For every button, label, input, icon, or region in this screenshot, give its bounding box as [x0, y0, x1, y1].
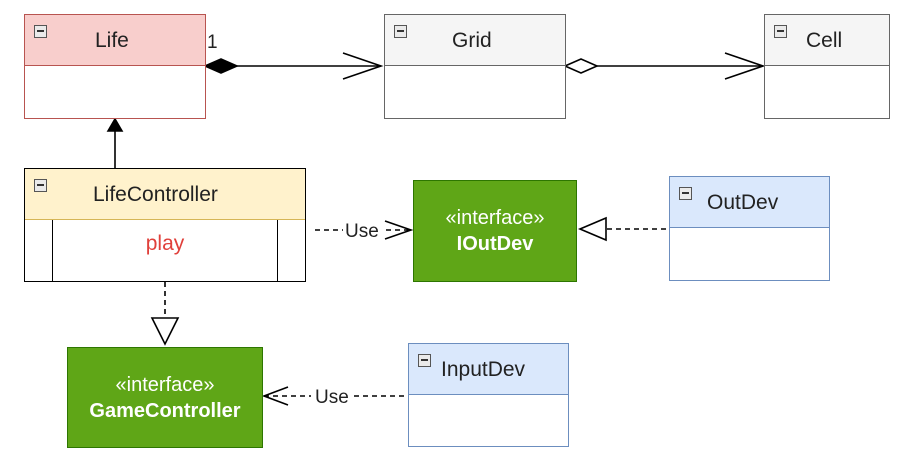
- class-cell[interactable]: Cell: [764, 14, 890, 119]
- filled-arrow-life: [106, 117, 124, 132]
- interface-name: GameController: [89, 399, 241, 422]
- interface-stereotype: «interface»: [115, 373, 215, 396]
- multiplicity-label: 1: [207, 32, 218, 53]
- method-compartment[interactable]: play: [25, 220, 305, 281]
- class-name: InputDev: [441, 358, 526, 381]
- class-name: LifeController: [93, 183, 218, 206]
- class-name: Life: [95, 29, 129, 52]
- class-header: Life: [25, 15, 205, 66]
- class-header: InputDev: [409, 344, 568, 395]
- collapse-icon[interactable]: [774, 25, 787, 38]
- interface-stereotype: «interface»: [445, 207, 545, 229]
- hollow-triangle-gamecontroller: [150, 317, 180, 346]
- class-inputdev[interactable]: InputDev: [408, 343, 569, 447]
- method-left-bar: [52, 220, 53, 281]
- use-label-inputdev: Use: [315, 387, 349, 408]
- hollow-triangle-ioutdev: [577, 216, 607, 242]
- open-arrow-ioutdev: [384, 220, 414, 240]
- collapse-icon[interactable]: [34, 25, 47, 38]
- class-header: Cell: [765, 15, 889, 66]
- interface-ioutdev[interactable]: «interface» IOutDev: [413, 180, 577, 282]
- class-name: Cell: [806, 29, 843, 52]
- class-name: Grid: [452, 29, 492, 52]
- class-life-controller[interactable]: LifeController play: [24, 168, 306, 282]
- method-right-bar: [277, 220, 278, 281]
- aggregation-diamond: [563, 58, 599, 74]
- open-arrow-gamecontroller: [261, 386, 289, 406]
- class-header: Grid: [385, 15, 565, 66]
- class-header: OutDev: [670, 177, 829, 228]
- collapse-icon[interactable]: [34, 179, 47, 192]
- open-arrow-cell: [724, 52, 766, 80]
- interface-gamecontroller[interactable]: «interface» GameController: [67, 347, 263, 448]
- class-outdev[interactable]: OutDev: [669, 176, 830, 281]
- class-header: LifeController: [25, 169, 305, 220]
- open-arrow-grid: [342, 52, 384, 80]
- use-label-outdev: Use: [345, 221, 379, 242]
- method-play[interactable]: play: [145, 232, 185, 255]
- composition-diamond: [203, 58, 239, 74]
- class-name: OutDev: [707, 191, 779, 214]
- class-grid[interactable]: Grid: [384, 14, 566, 119]
- collapse-icon[interactable]: [679, 187, 692, 200]
- collapse-icon[interactable]: [418, 354, 431, 367]
- collapse-icon[interactable]: [394, 25, 407, 38]
- interface-name: IOutDev: [456, 233, 534, 255]
- class-life[interactable]: Life: [24, 14, 206, 119]
